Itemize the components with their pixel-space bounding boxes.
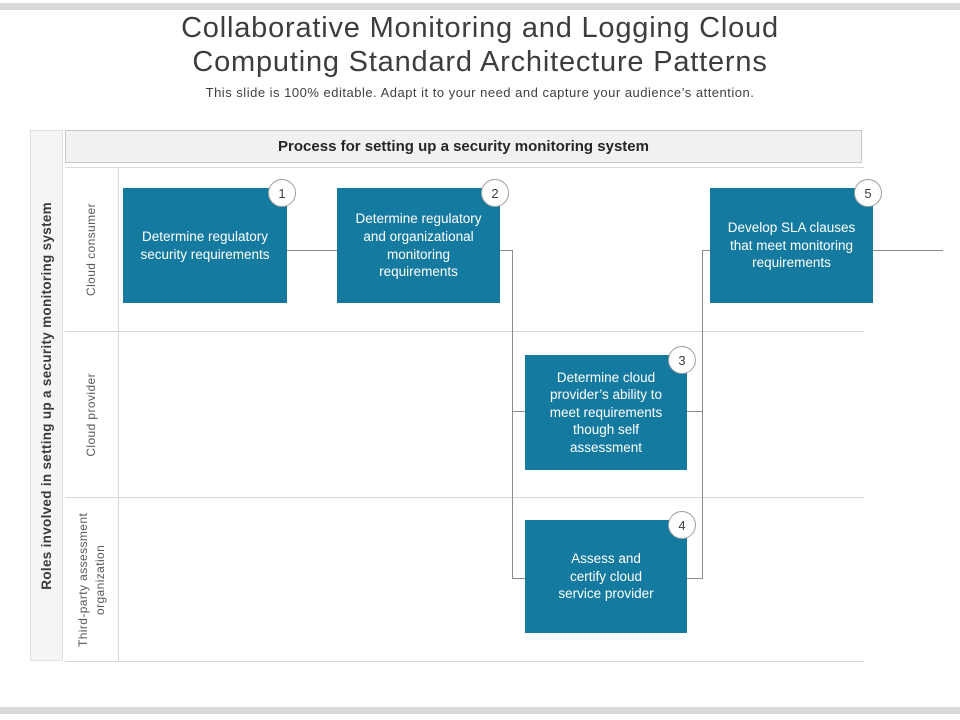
row-axis-strip: Roles involved in setting up a security … bbox=[30, 130, 63, 661]
step-box-1: Determine regulatory security requiremen… bbox=[123, 188, 287, 303]
connector-right-vertical bbox=[702, 250, 703, 579]
row-axis-label: Roles involved in setting up a security … bbox=[39, 201, 54, 590]
step-number-badge-1: 1 bbox=[268, 179, 296, 207]
connector-into-step5 bbox=[703, 250, 710, 251]
step-box-2-label: Determine regulatory and organizational … bbox=[355, 211, 482, 280]
step-number-badge-2: 2 bbox=[481, 179, 509, 207]
connector-left-vertical bbox=[512, 250, 513, 579]
lane-label-cell-third-party: Third-party assessment organization bbox=[65, 498, 118, 661]
lane-bottom-border bbox=[65, 661, 864, 662]
connector-step2-stub bbox=[500, 250, 512, 251]
process-header-band: Process for setting up a security monito… bbox=[65, 130, 862, 163]
bottom-accent-bar bbox=[0, 707, 960, 714]
connector-step1-step2 bbox=[287, 250, 337, 251]
lane-label-column-border bbox=[118, 167, 119, 661]
slide-subtitle: This slide is 100% editable. Adapt it to… bbox=[205, 85, 755, 100]
lane-top-border bbox=[65, 167, 864, 168]
step-box-4-label: Assess and certify cloud service provide… bbox=[558, 551, 654, 602]
connector-out-step3 bbox=[687, 411, 702, 412]
lane-label-cloud-consumer: Cloud consumer bbox=[84, 203, 98, 296]
step-number-badge-5: 5 bbox=[854, 179, 882, 207]
step-box-3: Determine cloud provider’s ability to me… bbox=[525, 355, 687, 470]
lane-label-cloud-provider: Cloud provider bbox=[84, 372, 98, 457]
top-accent-bar bbox=[0, 3, 960, 10]
step-box-5-label: Develop SLA clauses that meet monitoring… bbox=[727, 220, 856, 271]
slide-title: Collaborative Monitoring and Logging Clo… bbox=[181, 12, 779, 78]
process-header-label: Process for setting up a security monito… bbox=[278, 138, 649, 155]
lane-label-third-party: Third-party assessment organization bbox=[75, 512, 107, 647]
lane-label-cell-cloud-consumer: Cloud consumer bbox=[65, 168, 118, 331]
lane-divider-1 bbox=[65, 331, 864, 332]
step-box-2: Determine regulatory and organizational … bbox=[337, 188, 500, 303]
step-box-3-label: Determine cloud provider’s ability to me… bbox=[549, 369, 663, 455]
step-box-4: Assess and certify cloud service provide… bbox=[525, 520, 687, 633]
connector-into-step4 bbox=[513, 578, 525, 579]
step-number-badge-4: 4 bbox=[668, 511, 696, 539]
step-number-badge-3: 3 bbox=[668, 346, 696, 374]
connector-step5-exit bbox=[873, 250, 943, 251]
connector-into-step3 bbox=[513, 411, 525, 412]
connector-out-step4 bbox=[687, 578, 702, 579]
step-box-5: Develop SLA clauses that meet monitoring… bbox=[710, 188, 873, 303]
lane-label-cell-cloud-provider: Cloud provider bbox=[65, 332, 118, 497]
step-box-1-label: Determine regulatory security requiremen… bbox=[140, 228, 270, 262]
lane-divider-2 bbox=[65, 497, 864, 498]
